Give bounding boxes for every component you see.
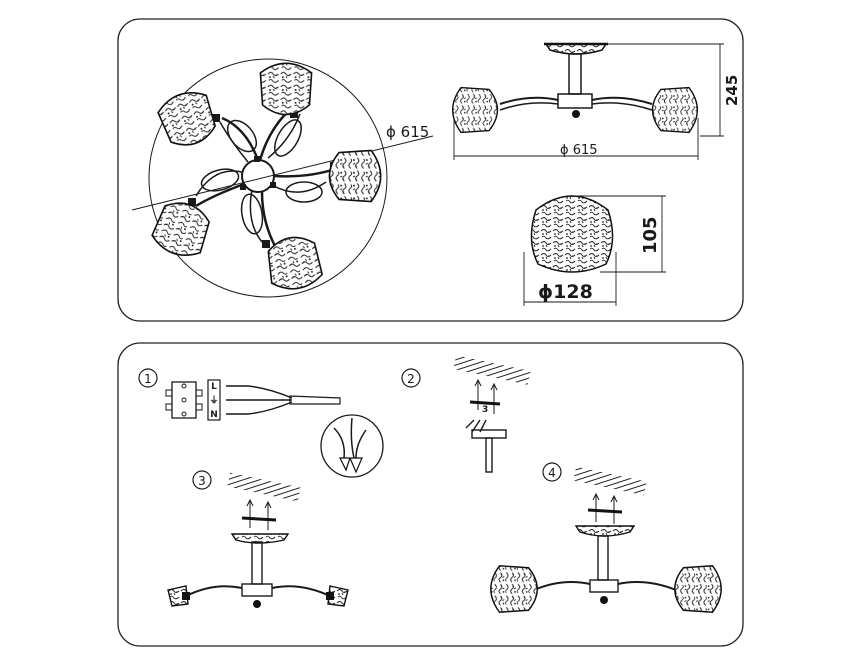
top-panel (117, 18, 744, 322)
wire-connector-icon (320, 414, 384, 478)
terminal-neutral-label: N (210, 410, 218, 420)
glass-shade-icon (490, 565, 538, 613)
step-2-mounting: 3 (453, 355, 531, 473)
step-1-wiring: L ⏚ N (165, 379, 384, 478)
ceiling-hatch-icon (227, 472, 301, 502)
glass-shade-icon (328, 149, 382, 203)
shade-detail-drawing: ϕ128 105 (523, 195, 666, 306)
top-view-diameter-label: ϕ 615 (386, 123, 429, 141)
terminal-earth-label: ⏚ (209, 395, 218, 406)
glass-shade-icon (259, 62, 313, 116)
shade-height-label: 105 (640, 216, 661, 254)
terminal-live-label: L (211, 382, 217, 392)
glass-shade-icon (651, 86, 699, 134)
step-4-number: 4 (548, 466, 556, 480)
side-view-drawing: ϕ 615 245 (451, 42, 741, 160)
ceiling-hatch-icon (453, 355, 531, 385)
step-2-number: 2 (407, 372, 415, 386)
svg-text:3: 3 (482, 405, 488, 415)
step-3-assembly (167, 472, 349, 608)
ceiling-hatch-icon (573, 466, 647, 496)
shade-diameter-label: ϕ128 (538, 281, 593, 303)
step-3-number: 3 (198, 474, 206, 488)
step-4-final (490, 466, 722, 613)
bottom-panel (117, 342, 744, 647)
glass-shade-icon (674, 565, 722, 613)
side-view-height-label: 245 (723, 75, 741, 106)
top-view-drawing: ϕ 615 (131, 58, 434, 298)
side-view-width-label: ϕ 615 (560, 143, 598, 158)
step-1-number: 1 (144, 372, 152, 386)
diameter-line (131, 135, 434, 211)
glass-shade-icon (451, 86, 499, 134)
